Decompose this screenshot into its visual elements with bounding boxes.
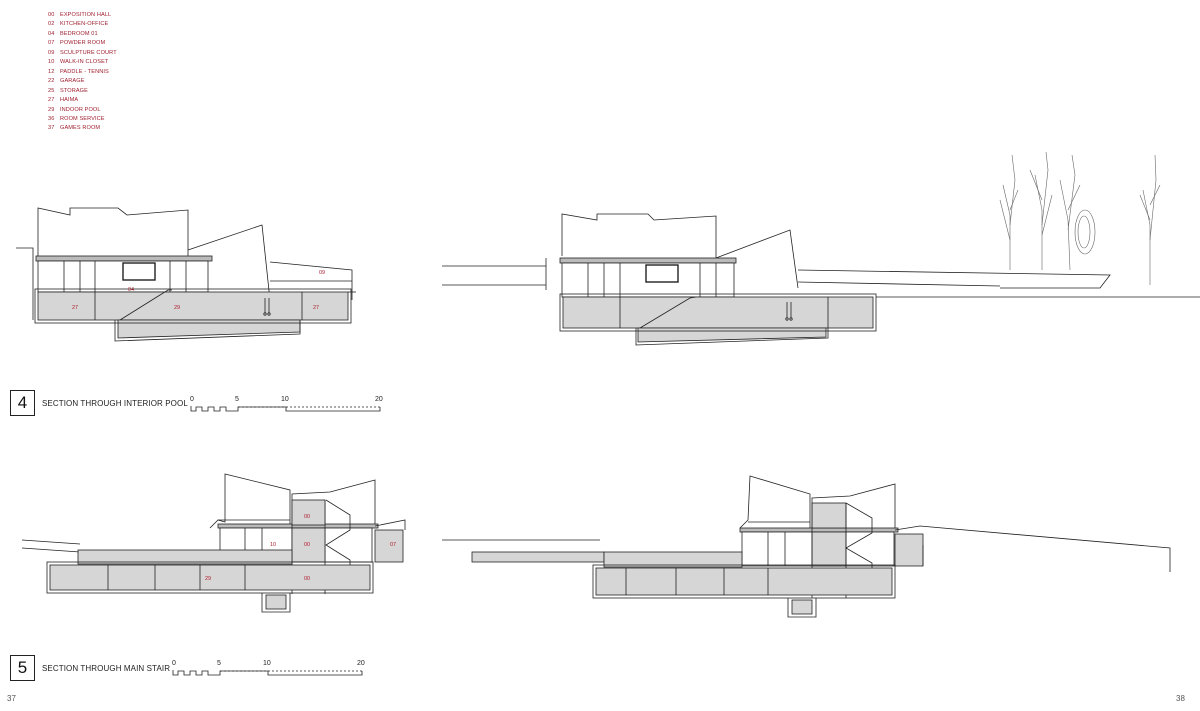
legend-item: 04 BEDROOM 01: [48, 30, 117, 39]
scale-label-20: 20: [357, 660, 365, 667]
legend-item: 00 EXPOSITION HALL: [48, 11, 117, 20]
scale-label-5: 5: [217, 660, 221, 667]
room-label-07: 07: [390, 542, 396, 548]
room-label-04: 04: [128, 287, 134, 293]
legend-item-name: STORAGE: [60, 87, 88, 94]
scale-label-10: 10: [281, 396, 289, 403]
legend-item-number: 36: [48, 115, 55, 122]
legend-item: 37 GAMES ROOM: [48, 124, 117, 133]
legend-item: 25 STORAGE: [48, 87, 117, 96]
room-label-09: 09: [319, 270, 325, 276]
legend-item-number: 25: [48, 87, 55, 94]
scale-label-10: 10: [263, 660, 271, 667]
legend-item-number: 00: [48, 12, 55, 18]
legend-item: 22 GARAGE: [48, 77, 117, 86]
legend-item-name: EXPOSITION HALL: [60, 12, 112, 18]
legend-item-name: ROOM SERVICE: [60, 115, 105, 122]
scale-label-5: 5: [235, 396, 239, 403]
legend-item-name: WALK-IN CLOSET: [60, 59, 109, 66]
scale-label-20: 20: [375, 396, 383, 403]
section-4-caption: 4 SECTION THROUGH INTERIOR POOL: [10, 390, 188, 416]
legend-item: 02 KITCHEN-OFFICE: [48, 20, 117, 29]
page-number-right: 38: [1176, 694, 1185, 703]
legend-item-name: BEDROOM 01: [60, 30, 98, 37]
legend-item-number: 02: [48, 21, 55, 28]
section-5-scale-bar: 0 5 10 20: [172, 660, 372, 678]
legend-item-number: 29: [48, 106, 55, 113]
legend-item: 29 INDOOR POOL: [48, 106, 117, 115]
room-label-00: 00: [304, 514, 310, 520]
legend-item: 27 HAIMA: [48, 96, 117, 105]
legend-item-name: HAIMA: [60, 97, 79, 104]
section-4-title: SECTION THROUGH INTERIOR POOL: [42, 398, 188, 408]
legend-item-number: 04: [48, 30, 55, 37]
legend-item-name: KITCHEN-OFFICE: [60, 21, 109, 28]
room-label-00: 00: [304, 576, 310, 582]
section-5-caption: 5 SECTION THROUGH MAIN STAIR: [10, 655, 170, 681]
legend-item-name: GAMES ROOM: [60, 125, 101, 132]
legend-item-name: PADDLE - TENNIS: [60, 68, 109, 75]
legend-item-number: 37: [48, 125, 55, 132]
legend-item: 10 WALK-IN CLOSET: [48, 58, 117, 67]
legend-item-number: 10: [48, 59, 55, 66]
legend-item-name: GARAGE: [60, 78, 85, 85]
legend-item: 07 POWDER ROOM: [48, 39, 117, 48]
scale-label-0: 0: [172, 660, 176, 667]
room-label-27: 27: [313, 305, 319, 311]
legend-item: 09 SCULPTURE COURT: [48, 49, 117, 58]
room-label-27: 27: [72, 305, 78, 311]
legend-item-number: 07: [48, 40, 55, 47]
legend-item-number: 27: [48, 97, 55, 104]
section-5-left-drawing: 00 10 00 07 29 00: [21, 473, 406, 613]
section-4-right-drawing: [442, 213, 1200, 346]
section-5-right-drawing: [442, 475, 1171, 618]
section-4-left-drawing: 04 09 27 29 27: [16, 207, 356, 342]
room-label-29: 29: [174, 305, 180, 311]
legend-item: 36 ROOM SERVICE: [48, 115, 117, 124]
tree-drawings: [999, 151, 1161, 285]
section-5-title: SECTION THROUGH MAIN STAIR: [42, 663, 171, 673]
section-5-number: 5: [10, 655, 35, 681]
room-label-10: 10: [270, 542, 276, 548]
legend-item-name: POWDER ROOM: [60, 40, 106, 47]
legend-item-number: 22: [48, 78, 55, 85]
room-label-00: 00: [304, 542, 310, 548]
scale-label-0: 0: [190, 396, 194, 403]
page-number-left: 37: [7, 694, 16, 703]
legend-item-number: 12: [48, 68, 55, 75]
room-legend: 00 EXPOSITION HALL 02 KITCHEN-OFFICE 04 BEDRO…: [48, 11, 117, 134]
legend-item-name: INDOOR POOL: [60, 106, 101, 113]
section-4-scale-bar: 0 5 10 20: [190, 396, 390, 414]
room-label-29: 29: [205, 576, 211, 582]
section-4-number: 4: [10, 390, 35, 416]
legend-item-number: 09: [48, 49, 55, 56]
legend-item-name: SCULPTURE COURT: [60, 49, 117, 56]
legend-item: 12 PADDLE - TENNIS: [48, 68, 117, 77]
